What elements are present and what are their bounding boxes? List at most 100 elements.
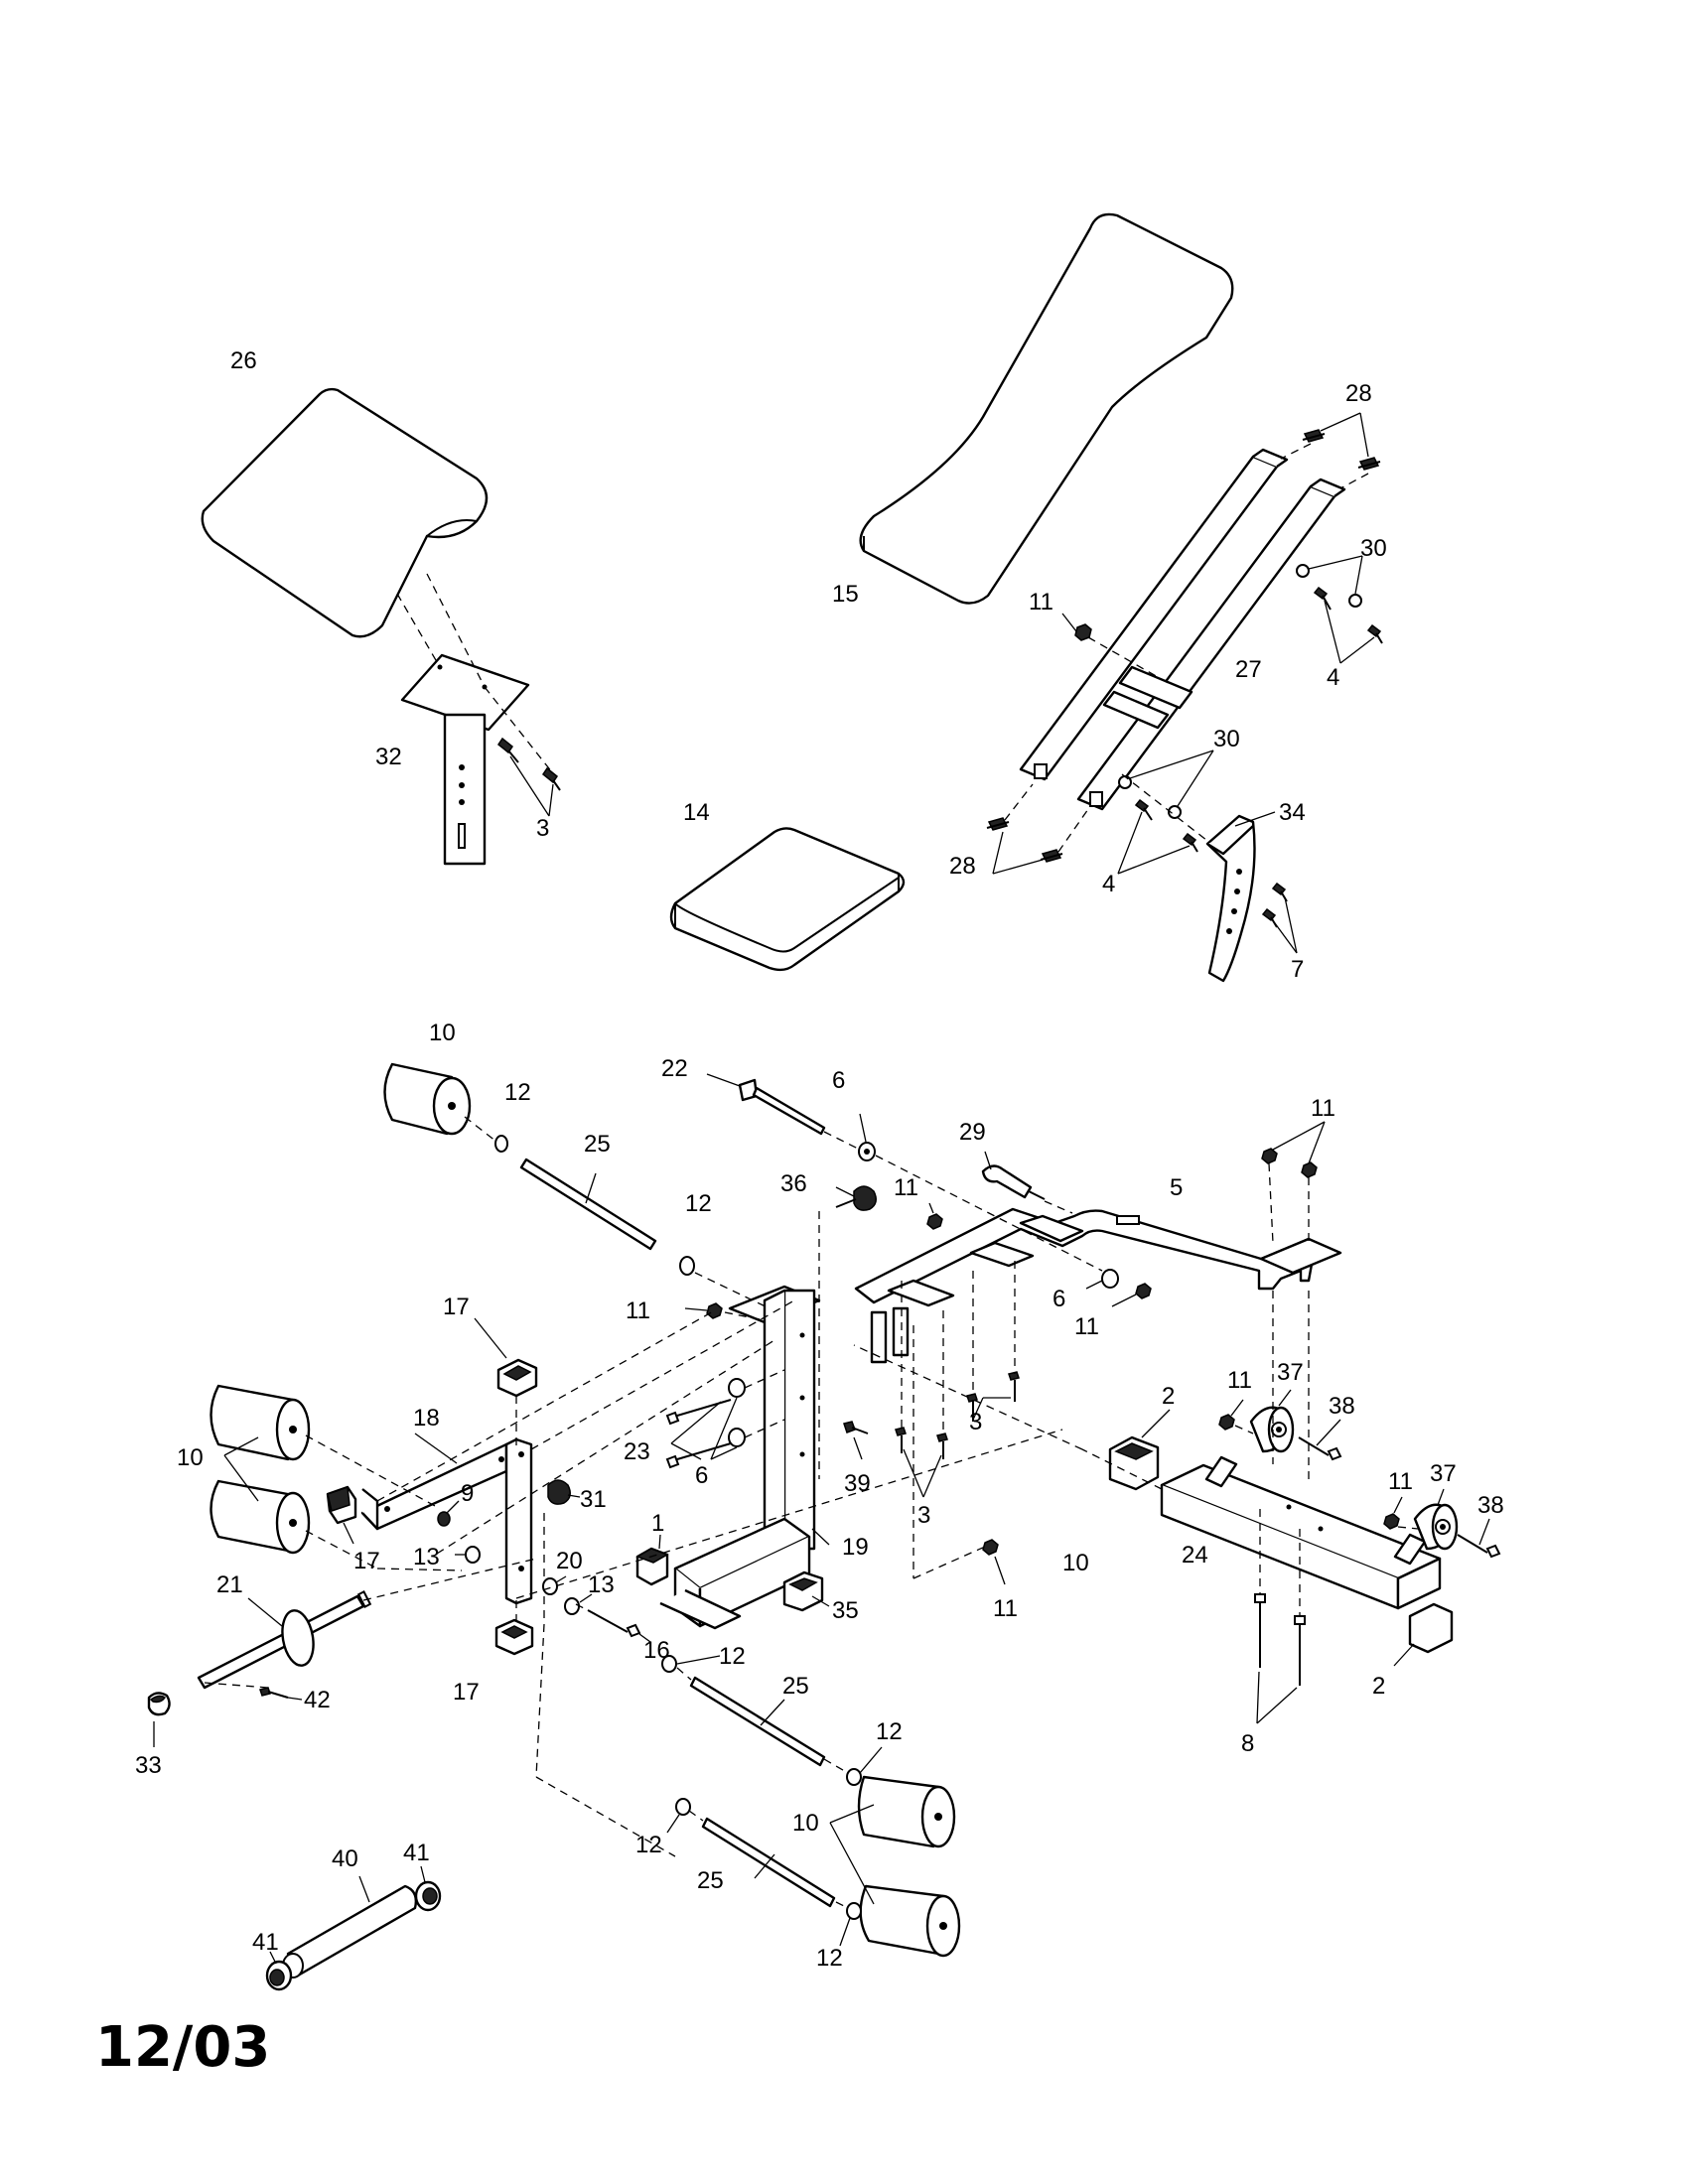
callout-41-right: 41 — [403, 1840, 430, 1866]
part-37-wheels — [1249, 1406, 1459, 1551]
callout-12-upper: 12 — [504, 1079, 531, 1106]
part-42-screw — [259, 1687, 289, 1699]
callout-3-middle: 3 — [969, 1409, 982, 1435]
part-38-bolts — [1298, 1436, 1501, 1559]
part-10-rollers-left — [210, 1384, 311, 1555]
callout-11-rear: 11 — [1311, 1095, 1335, 1122]
part-12-collar-a — [494, 1135, 508, 1153]
part-12-collar-e — [675, 1798, 691, 1816]
part-17-cap-bottom — [494, 1618, 534, 1656]
nut-11-b — [926, 1213, 943, 1230]
callout-8: 8 — [1241, 1730, 1254, 1757]
callout-37-left: 37 — [1277, 1359, 1304, 1386]
callout-11-bottom: 11 — [993, 1595, 1018, 1622]
callout-28-lower: 28 — [949, 853, 976, 880]
callout-3-lower: 3 — [917, 1502, 930, 1529]
callout-21: 21 — [216, 1571, 243, 1598]
callout-39: 39 — [844, 1470, 871, 1497]
callout-4-lower: 4 — [1102, 871, 1115, 897]
part-41-end-caps — [265, 1880, 442, 1991]
callout-30-lower: 30 — [1213, 726, 1240, 752]
callout-23: 23 — [624, 1438, 650, 1465]
callout-4-upper: 4 — [1327, 664, 1339, 691]
callout-10-right: 10 — [1062, 1550, 1089, 1576]
part-39-screw — [843, 1421, 869, 1434]
callout-32: 32 — [375, 744, 402, 770]
callout-10-lower: 10 — [792, 1810, 819, 1837]
nut-11-bottom — [982, 1539, 999, 1556]
callout-12-lower-d: 12 — [816, 1945, 843, 1972]
callout-25-upper: 25 — [584, 1131, 611, 1158]
callout-6-right: 6 — [1052, 1286, 1065, 1312]
part-28-frame-caps-lower — [986, 817, 1063, 863]
callout-12-middle: 12 — [685, 1190, 712, 1217]
part-29-pop-pin — [981, 1164, 1046, 1200]
part-10-rollers-lower — [857, 1775, 961, 1958]
callout-12-lower-a: 12 — [719, 1643, 746, 1670]
callout-18: 18 — [413, 1405, 440, 1432]
part-16-bolt — [587, 1609, 641, 1638]
callout-10-upper: 10 — [429, 1020, 456, 1046]
callout-11-stab-right: 11 — [1388, 1468, 1413, 1495]
callout-9: 9 — [461, 1480, 474, 1507]
part-5-seat-bracket — [870, 1241, 1035, 1364]
callout-26: 26 — [230, 347, 257, 374]
callout-11-left: 11 — [626, 1297, 650, 1324]
part-12-collar-f — [846, 1902, 862, 1920]
callout-17-top: 17 — [443, 1294, 470, 1320]
callout-41-left: 41 — [252, 1929, 279, 1956]
callout-12-lower-c: 12 — [635, 1832, 662, 1858]
part-18-leg-arm — [360, 1437, 533, 1605]
part-36-knob — [835, 1185, 877, 1211]
part-25-axle-middle — [689, 1676, 826, 1767]
part-8-bolts — [1254, 1593, 1306, 1686]
part-27-backrest-frame — [1019, 448, 1346, 811]
bolts-23-washers-6 — [665, 1378, 746, 1469]
callout-12-lower-b: 12 — [876, 1718, 903, 1745]
washer-nut-6-11 — [1101, 1269, 1152, 1299]
part-22-long-bolt — [738, 1078, 826, 1136]
callout-14: 14 — [683, 799, 710, 826]
nut-11-c — [706, 1302, 723, 1319]
callout-28-upper: 28 — [1345, 380, 1372, 407]
nuts-11-rear — [1261, 1148, 1318, 1178]
part-5-main-frame — [854, 1207, 1342, 1304]
callout-11-stab-left: 11 — [1227, 1367, 1252, 1394]
part-17-cap-side — [326, 1485, 357, 1525]
callout-1: 1 — [651, 1510, 664, 1537]
callout-5: 5 — [1170, 1174, 1183, 1201]
callout-16: 16 — [643, 1637, 670, 1664]
part-32-arm-post — [400, 653, 530, 866]
callout-20: 20 — [556, 1548, 583, 1574]
part-10-roller-upper — [383, 1062, 472, 1136]
part-12-collar-c — [661, 1655, 677, 1673]
bolts-3-lower — [895, 1371, 1020, 1459]
bolts-washers-30-4-upper — [1296, 564, 1383, 644]
part-26-arm-pad — [201, 387, 489, 638]
part-2-end-caps — [1108, 1435, 1454, 1654]
callout-19: 19 — [842, 1534, 869, 1561]
part-31-knob — [547, 1479, 571, 1505]
callout-15: 15 — [832, 581, 859, 608]
callout-11-frame: 11 — [1029, 589, 1053, 615]
part-17-cap-top — [496, 1358, 538, 1398]
part-28-frame-caps-upper — [1302, 429, 1381, 471]
callout-2-lower: 2 — [1372, 1673, 1385, 1700]
part-12-collar-b — [679, 1256, 695, 1276]
callout-6-top: 6 — [832, 1067, 845, 1094]
part-24-rear-stabilizer — [1160, 1455, 1442, 1610]
callout-29: 29 — [959, 1119, 986, 1146]
callout-17-bottom: 17 — [453, 1679, 480, 1706]
callout-2-upper: 2 — [1162, 1383, 1175, 1410]
callout-11-right: 11 — [1074, 1313, 1099, 1340]
part-12-collar-d — [846, 1768, 862, 1786]
callout-17-side: 17 — [353, 1548, 380, 1574]
callout-3-upper: 3 — [536, 815, 549, 842]
callout-33: 33 — [135, 1752, 162, 1779]
part-34-adjustment-bracket — [1205, 814, 1256, 983]
callout-22: 22 — [661, 1055, 688, 1082]
part-19-front-upright — [659, 1285, 821, 1630]
callout-25-lower: 25 — [697, 1867, 724, 1894]
callout-30-upper: 30 — [1360, 535, 1387, 562]
